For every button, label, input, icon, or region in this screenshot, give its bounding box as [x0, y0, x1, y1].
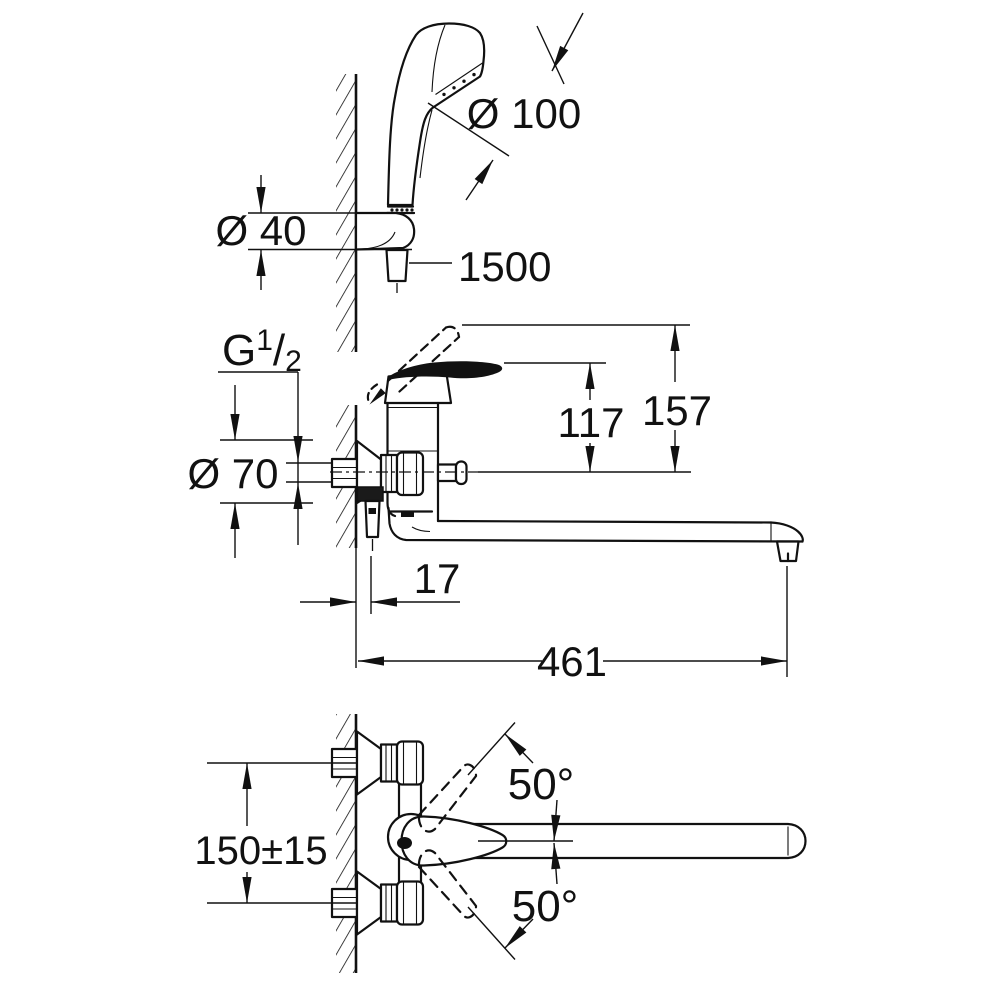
handle-cap-dot: [397, 837, 412, 849]
dim-thread-size: G1/2: [222, 324, 302, 378]
dim-holder-diameter: Ø 40: [215, 207, 306, 254]
dimension-lines: [207, 12, 788, 960]
dim-hose-length: 1500: [458, 243, 551, 290]
dim-spout-reach: 461: [537, 638, 607, 685]
dim-wall-offset: 17: [414, 555, 461, 602]
mixer-top-view: [330, 730, 807, 936]
dim-escutcheon-diameter: Ø 70: [187, 450, 278, 497]
dim-height-117: 117: [558, 399, 625, 446]
dim-shower-head-diameter: Ø 100: [467, 90, 581, 137]
spout-side-view: [387, 506, 804, 563]
dashed-handle-down: [417, 849, 478, 919]
aerator: [775, 540, 800, 563]
head-inner-curve: [431, 24, 446, 93]
wall-holder: [354, 211, 416, 251]
s-union-bottom: [330, 870, 425, 936]
diverter-knob: [436, 460, 468, 486]
wall-nipple: [330, 457, 359, 489]
dim-height-157: 157: [642, 387, 712, 434]
spray-face-holes: [442, 72, 476, 97]
dim-inlet-spacing: 150±15: [194, 829, 327, 873]
dim-swivel-angle-up: 50°: [508, 760, 575, 809]
hose-connector: [385, 248, 409, 293]
hand-shower: [385, 22, 486, 215]
union-nut: [395, 451, 425, 497]
shower-outlet: [356, 486, 384, 552]
spray-face-inner-line: [435, 62, 483, 95]
dashed-raised-lever: [366, 325, 461, 407]
dim-swivel-angle-down: 50°: [512, 882, 579, 931]
dashed-handle-up: [417, 763, 478, 833]
collar-dots: [390, 208, 414, 212]
handle-inner-curve: [419, 109, 433, 179]
mixer-side-view: [330, 325, 804, 563]
